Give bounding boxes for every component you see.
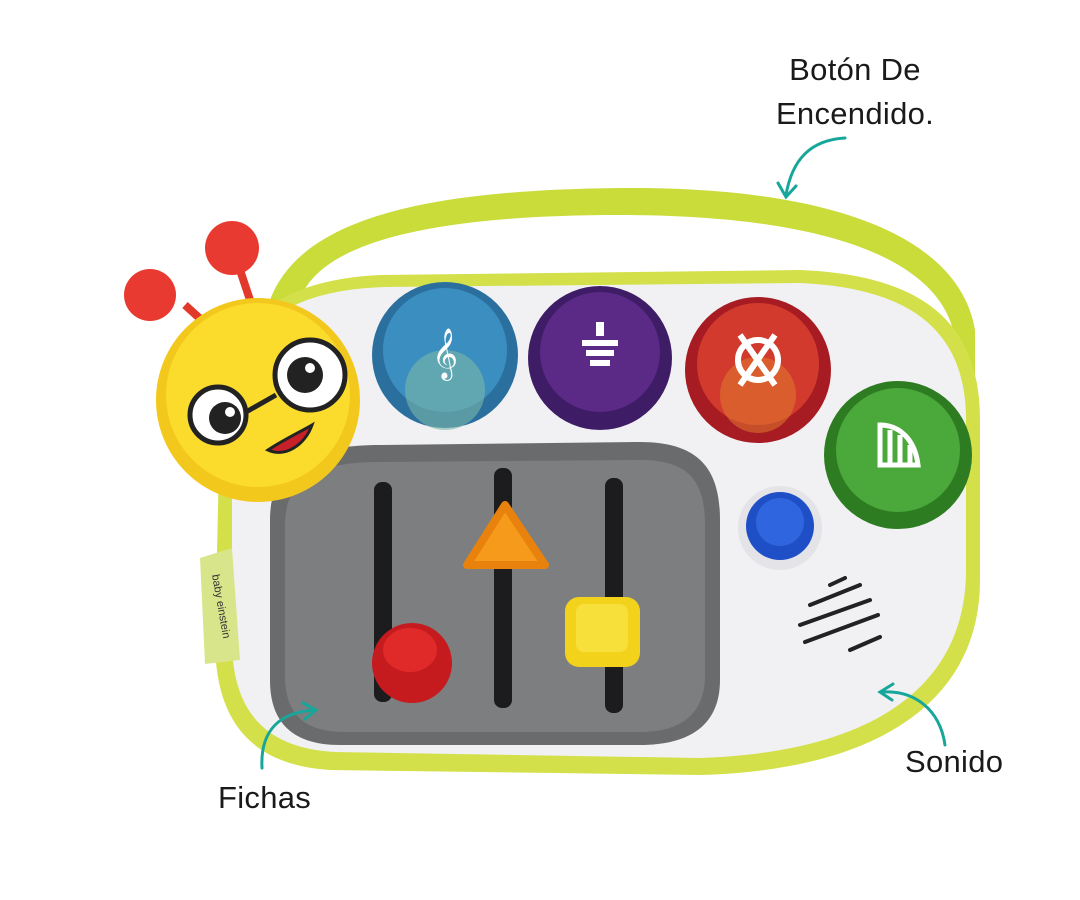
arrow-power [784,136,847,197]
caterpillar-head [124,221,360,502]
power-button-label: Botón De Encendido. [755,48,955,136]
arrow-sound [880,690,947,747]
yellow-square-chip[interactable] [565,597,640,667]
power-label-line-2: Encendido. [775,96,935,131]
drum-button[interactable] [685,297,831,443]
red-round-chip[interactable] [372,623,452,703]
drum-icon [735,333,781,387]
sound-label: Sonido [905,744,1004,779]
violin-icon: 𝄞 [432,329,458,381]
arrow-sound-head [877,682,895,702]
violin-button[interactable]: 𝄞 [372,282,518,430]
xylophone-icon [582,322,618,366]
brand-tag: baby einstein [200,548,240,664]
speaker-grille [798,576,882,652]
harp-icon [877,422,921,468]
arrow-power-head [776,181,798,200]
orange-triangle-chip[interactable] [463,501,549,569]
arrow-chips-head [301,701,319,721]
arrow-chips [260,708,317,770]
power-button[interactable] [738,486,822,570]
power-label-line-1: Botón De [789,52,921,87]
chips-label: Fichas [218,780,312,815]
harp-button[interactable] [824,381,972,529]
slider-track-3 [605,478,623,713]
xylophone-button[interactable] [528,286,672,430]
